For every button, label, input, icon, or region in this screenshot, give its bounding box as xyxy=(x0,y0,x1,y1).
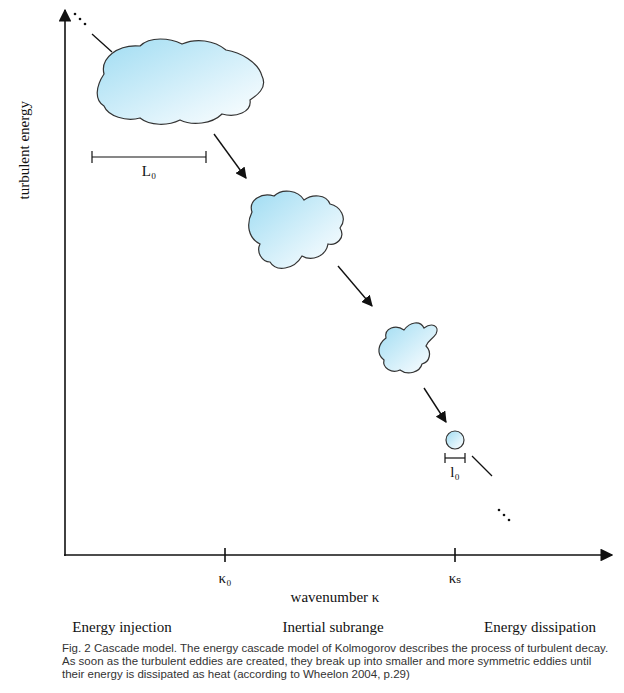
axis-label: wavenumber κ xyxy=(291,589,380,606)
axis-label: turbulent energy xyxy=(16,101,33,199)
region-label: Energy dissipation xyxy=(484,619,596,636)
continuation-dots xyxy=(74,13,511,522)
trail-line xyxy=(472,456,492,476)
cascade-arrows xyxy=(214,134,446,422)
dimension-label: l₀ xyxy=(450,464,459,481)
lead-line xyxy=(92,34,112,52)
dimension-label: L₀ xyxy=(142,163,156,180)
region-label: Inertial subrange xyxy=(282,619,383,636)
dimension-brackets xyxy=(92,151,465,463)
axes xyxy=(64,10,612,562)
medium-eddy xyxy=(249,191,344,268)
figure-caption: Fig. 2 Cascade model. The energy cascade… xyxy=(62,642,610,681)
large-eddy xyxy=(97,39,263,124)
smallest-eddy xyxy=(446,431,464,449)
region-label: Energy injection xyxy=(72,619,171,636)
small-eddy xyxy=(379,323,437,373)
tick-label: κ₀ xyxy=(219,570,232,587)
tick-label: κₛ xyxy=(449,570,462,587)
